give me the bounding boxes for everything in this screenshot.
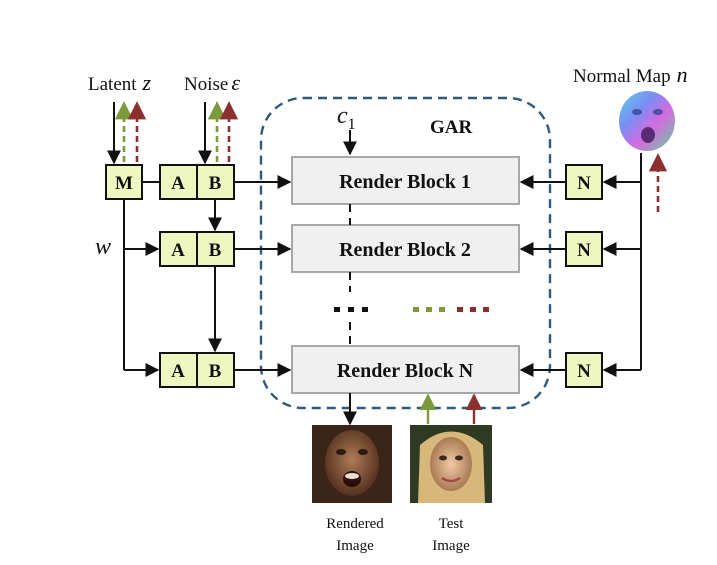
normal-map-thumbnail-icon (616, 91, 678, 153)
ellipsis-green (413, 307, 445, 312)
b-block-n-label: B (209, 361, 222, 382)
rendered-image-caption-line2: Image (336, 538, 374, 554)
b-block-2-label: B (209, 240, 222, 261)
gar-container (259, 96, 552, 410)
b-block-1-label: B (209, 173, 222, 194)
latent-symbol: z (142, 70, 152, 95)
ellipsis-black (334, 307, 368, 312)
a-block-1 (159, 164, 198, 200)
n-block-2 (565, 231, 603, 267)
render-block-n-label: Render Block N (337, 360, 474, 382)
render-block-n (291, 345, 520, 394)
ellipsis-red (457, 307, 489, 312)
latent-label-text: Latent (88, 74, 137, 95)
gar-title: GAR (430, 117, 473, 138)
n-block-1-label: N (577, 173, 591, 194)
c1-base: c (337, 103, 348, 129)
normal-map-symbol: n (677, 62, 688, 87)
render-block-2-label: Render Block 2 (339, 239, 471, 261)
noise-label-text: Noise (184, 74, 228, 95)
render-block-2 (291, 224, 520, 273)
a-block-n-label: A (171, 361, 185, 382)
test-image-caption-line2: Image (432, 538, 470, 554)
n-block-2-label: N (577, 240, 591, 261)
a-block-1-label: A (171, 173, 185, 194)
a-block-2-label: A (171, 240, 185, 261)
noise-symbol: ε (231, 70, 240, 95)
c1-symbol: c1 (337, 103, 356, 133)
rendered-image-thumbnail-icon (312, 425, 392, 503)
n-block-1 (565, 164, 603, 200)
w-symbol: w (95, 234, 111, 260)
n-block-n-label: N (577, 361, 591, 382)
c1-subscript: 1 (348, 116, 356, 133)
render-block-1-label: Render Block 1 (339, 171, 471, 193)
b-block-1 (196, 164, 235, 200)
normal-map-label: Normal Map n (573, 62, 688, 87)
m-block-label: M (115, 173, 133, 194)
normal-map-label-text: Normal Map (573, 66, 671, 87)
render-block-1 (291, 156, 520, 205)
rendered-image-caption-line1: Rendered (326, 516, 384, 532)
test-image-thumbnail-icon (410, 425, 492, 503)
test-image-caption-line1: Test (439, 516, 465, 532)
